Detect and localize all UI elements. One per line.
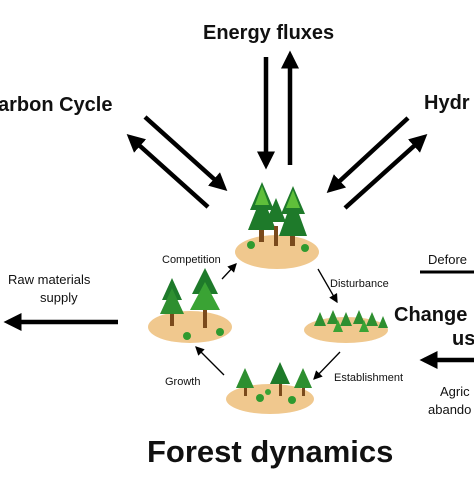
disturbed-stand (304, 310, 388, 343)
establishment-stand (226, 362, 314, 414)
cycle-arrow-disturbance (317, 268, 338, 304)
saplings (314, 310, 388, 332)
cycle-arrows (195, 263, 341, 380)
carbon-cycle-label: arbon Cycle (0, 94, 113, 116)
hydrology-arrow-in (326, 116, 410, 194)
establishment-stand-ground (226, 384, 314, 414)
tree (279, 186, 307, 246)
tree (190, 268, 220, 328)
agricultural-abandonment-label-line2: abando (428, 402, 472, 417)
tree (266, 198, 286, 246)
raw-materials-label-line2: supply (40, 290, 78, 305)
disturbed-stand-ground (304, 317, 388, 343)
cycle-arrow-competition (221, 263, 237, 280)
agricultural-abandonment-label-line1: Agric (440, 384, 470, 399)
energy-fluxes-label: Energy fluxes (203, 22, 335, 44)
tree (160, 278, 184, 326)
energy-fluxes-arrows (257, 50, 299, 170)
mature-forest-stand (235, 182, 319, 269)
hydrology-label: Hydr (424, 92, 470, 114)
carbon-cycle-arrow-in (143, 115, 228, 192)
carbon-cycle-arrow-out (126, 133, 210, 209)
mature-stand-ground (235, 235, 319, 269)
carbon-cycle-arrows (126, 115, 228, 209)
growth-label: Growth (165, 376, 201, 388)
establishment-label: Establishment (334, 372, 404, 384)
seedling (301, 244, 309, 252)
regrowth-stand-ground (148, 311, 232, 343)
seedling (216, 328, 224, 336)
raw-materials-label-line1: Raw materials (8, 272, 91, 287)
seedling (183, 332, 191, 340)
forest-stands (148, 182, 388, 414)
seedling (247, 241, 255, 249)
cycle-arrow-growth (195, 346, 225, 376)
hydrology-arrows (326, 116, 428, 210)
competition-label: Competition (162, 254, 221, 266)
regrowth-stand (148, 268, 232, 343)
diagram-title: Forest dynamics (147, 434, 394, 469)
deforestation-label: Defore (428, 252, 468, 267)
cycle-arrow-establishment (313, 351, 341, 380)
hydrology-arrow-out (343, 133, 428, 210)
disturbance-label: Disturbance (330, 278, 389, 290)
young-trees (236, 362, 312, 404)
land-use-change-label-line2: us (452, 328, 474, 350)
land-use-change-label-line1: Change (394, 304, 468, 326)
